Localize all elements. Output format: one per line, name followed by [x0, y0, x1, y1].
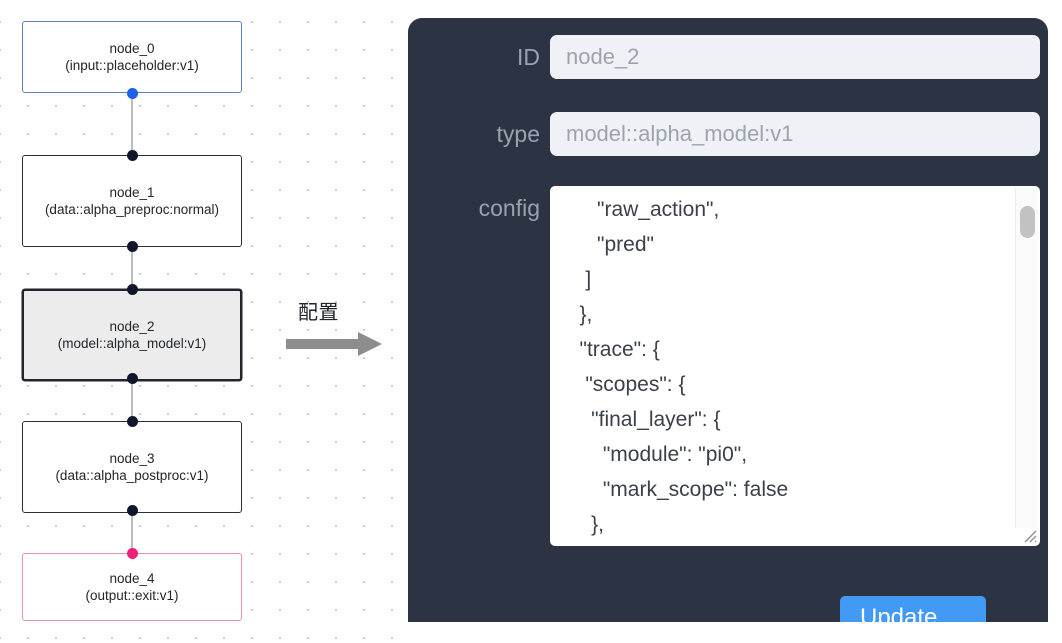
field-row-type: type — [408, 112, 1048, 156]
graph-node-id: node_2 — [109, 318, 155, 334]
annotation-group: 配置 — [284, 296, 396, 366]
graph-node-node_3[interactable]: node_3 (data::alpha_postproc:v1) — [22, 421, 242, 513]
config-scrollbar-track[interactable] — [1015, 188, 1038, 528]
type-field-label: type — [496, 121, 540, 147]
edge-node2-node3 — [131, 377, 133, 421]
port-node_2-in[interactable] — [126, 284, 138, 295]
type-input[interactable] — [550, 112, 1040, 156]
config-scrollbar-thumb[interactable] — [1020, 206, 1035, 238]
id-field-label: ID — [517, 44, 540, 70]
field-row-id: ID — [408, 35, 1048, 79]
graph-node-id: node_0 — [109, 40, 155, 56]
edge-node0-node1 — [131, 93, 133, 161]
resize-handle-icon[interactable] — [1021, 527, 1037, 543]
config-textarea[interactable]: "raw_action", "pred" ] }, "trace": { "sc… — [550, 186, 1040, 546]
update-button[interactable]: Update — [840, 596, 986, 622]
id-input[interactable] — [550, 35, 1040, 79]
graph-node-node_0[interactable]: node_0 (input::placeholder:v1) — [22, 21, 242, 93]
port-node_2-out[interactable] — [126, 373, 138, 384]
edge-node1-node2 — [131, 245, 133, 297]
config-field-label: config — [478, 195, 540, 221]
graph-node-id: node_3 — [109, 450, 155, 466]
field-row-config: config "raw_action", "pred" ] }, "trace"… — [408, 186, 1048, 546]
port-node_3-out[interactable] — [126, 505, 138, 516]
config-textarea-wrapper: "raw_action", "pred" ] }, "trace": { "sc… — [550, 186, 1040, 546]
node-layer: node_0 (input::placeholder:v1) node_1 (d… — [0, 0, 400, 643]
port-node_3-in[interactable] — [126, 416, 138, 427]
right-arrow-icon — [286, 332, 382, 356]
graph-node-type: (data::alpha_preproc:normal) — [44, 202, 220, 217]
graph-node-id: node_1 — [109, 184, 155, 200]
graph-node-type: (model::alpha_model:v1) — [57, 336, 207, 351]
port-node_4-in[interactable] — [126, 548, 138, 559]
graph-node-type: (input::placeholder:v1) — [65, 58, 199, 73]
port-node_0-out[interactable] — [126, 88, 138, 99]
graph-node-id: node_4 — [109, 570, 155, 586]
port-node_1-in[interactable] — [126, 150, 138, 161]
graph-node-node_2[interactable]: node_2 (model::alpha_model:v1) — [22, 289, 242, 381]
port-node_1-out[interactable] — [126, 241, 138, 252]
graph-node-type: (data::alpha_postproc:v1) — [55, 468, 209, 483]
graph-node-type: (output::exit:v1) — [85, 588, 179, 603]
annotation-label: 配置 — [298, 302, 339, 324]
config-panel: ID type config "raw_action", "pred" ] },… — [408, 18, 1048, 622]
edge-node3-node4 — [131, 509, 133, 551]
graph-node-node_1[interactable]: node_1 (data::alpha_preproc:normal) — [22, 155, 242, 247]
graph-canvas[interactable]: node_0 (input::placeholder:v1) node_1 (d… — [0, 0, 400, 643]
graph-node-node_4[interactable]: node_4 (output::exit:v1) — [22, 553, 242, 621]
